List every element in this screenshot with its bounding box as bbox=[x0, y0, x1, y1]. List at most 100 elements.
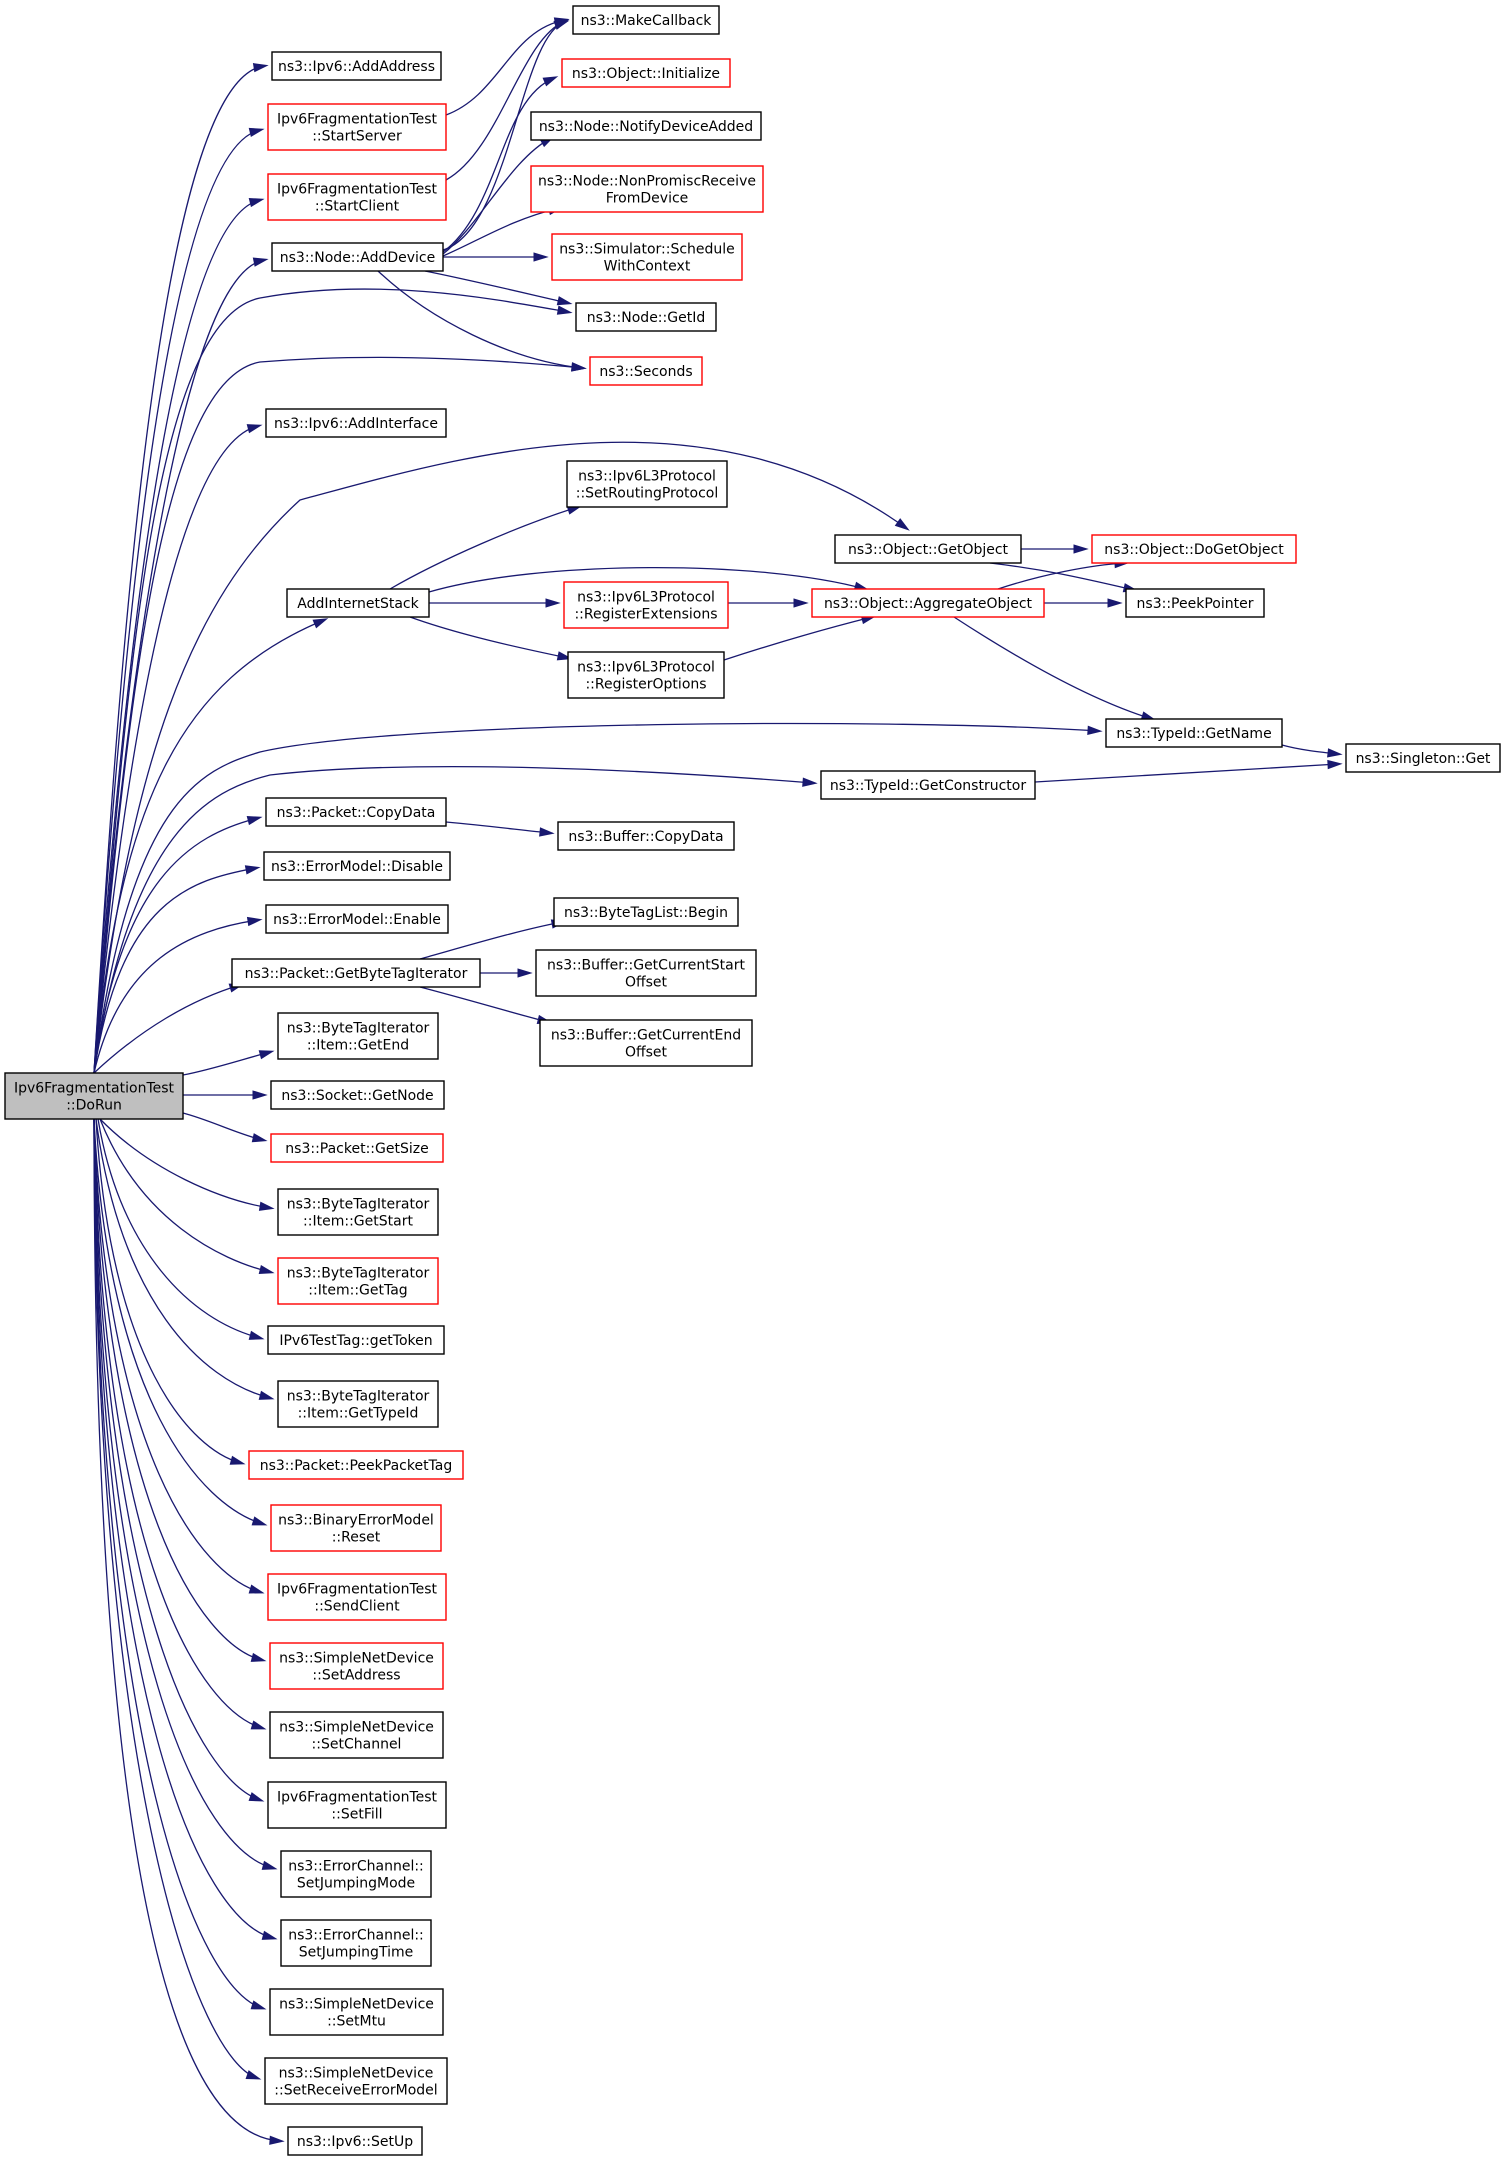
node-box bbox=[280, 1919, 432, 1967]
node-seconds[interactable]: ns3::Seconds bbox=[589, 356, 703, 386]
edge-arrowhead bbox=[556, 296, 573, 306]
node-label: ns3::Node::GetId bbox=[587, 310, 705, 326]
node-setreceiveerrormodel[interactable]: ns3::SimpleNetDevice::SetReceiveErrorMod… bbox=[264, 2057, 448, 2105]
edge-getbytetagiterator-to-getcurrentstart bbox=[480, 968, 533, 978]
node-dogetobject[interactable]: ns3::Object::DoGetObject bbox=[1091, 534, 1297, 564]
node-box bbox=[575, 302, 717, 332]
node-buffercopydata[interactable]: ns3::Buffer::CopyData bbox=[557, 821, 735, 851]
node-label: ::DoRun bbox=[66, 1098, 122, 1114]
node-itemgetend[interactable]: ns3::ByteTagIterator::Item::GetEnd bbox=[277, 1012, 439, 1060]
node-label: ns3::Ipv6L3Protocol bbox=[577, 590, 715, 606]
edge-line bbox=[93, 984, 241, 1074]
edge-getobject-to-dogetobject bbox=[1021, 544, 1089, 554]
node-addaddress[interactable]: ns3::Ipv6::AddAddress bbox=[271, 51, 442, 81]
node-label: ns3::Node::NotifyDeviceAdded bbox=[539, 119, 753, 135]
node-itemgettag[interactable]: ns3::ByteTagIterator::Item::GetTag bbox=[277, 1257, 439, 1305]
node-label: ns3::SimpleNetDevice bbox=[279, 1997, 434, 2013]
node-box bbox=[561, 58, 731, 88]
node-peekpackettag[interactable]: ns3::Packet::PeekPacketTag bbox=[248, 1450, 464, 1480]
node-packetcopydata[interactable]: ns3::Packet::CopyData bbox=[265, 797, 447, 827]
edge-line bbox=[419, 921, 563, 960]
nodes-layer: Ipv6FragmentationTest::DoRun ns3::MakeCal… bbox=[4, 5, 1501, 2156]
node-socketgetnode[interactable]: ns3::Socket::GetNode bbox=[270, 1080, 445, 1110]
node-setchannel[interactable]: ns3::SimpleNetDevice::SetChannel bbox=[269, 1711, 444, 1759]
node-singletonget[interactable]: ns3::Singleton::Get bbox=[1345, 743, 1501, 773]
edge-line bbox=[182, 1112, 264, 1141]
edge-adddevice-to-getid bbox=[424, 270, 573, 306]
node-addinternetstack[interactable]: AddInternetStack bbox=[286, 588, 430, 618]
node-peekpointer[interactable]: ns3::PeekPointer bbox=[1125, 588, 1265, 618]
node-notifydeviceadded[interactable]: ns3::Node::NotifyDeviceAdded bbox=[530, 111, 762, 141]
node-makecallback[interactable]: ns3::MakeCallback bbox=[572, 5, 720, 35]
node-adddevice[interactable]: ns3::Node::AddDevice bbox=[271, 242, 444, 272]
node-box bbox=[280, 1850, 432, 1898]
node-box bbox=[267, 103, 447, 151]
edge-arrowhead bbox=[258, 1264, 275, 1275]
node-errormodeldisable[interactable]: ns3::ErrorModel::Disable bbox=[263, 851, 451, 881]
node-setfill[interactable]: Ipv6FragmentationTest::SetFill bbox=[267, 1781, 447, 1829]
edge-line bbox=[97, 1118, 261, 1339]
edge-root-to-packetgetsize bbox=[182, 1112, 268, 1143]
edge-root-to-setreceiveerrormodel bbox=[93, 1118, 262, 2080]
edge-aggregateobject-to-typeidgetname bbox=[953, 616, 1157, 721]
node-itemgetstart[interactable]: ns3::ByteTagIterator::Item::GetStart bbox=[277, 1188, 439, 1236]
node-setroutingprotocol[interactable]: ns3::Ipv6L3Protocol::SetRoutingProtocol bbox=[566, 460, 728, 508]
edge-root-to-errormodelenable bbox=[93, 916, 263, 1074]
node-setaddress[interactable]: ns3::SimpleNetDevice::SetAddress bbox=[269, 1642, 444, 1690]
node-box bbox=[270, 1133, 444, 1163]
edge-line bbox=[93, 1118, 263, 2009]
edge-arrowhead bbox=[533, 252, 549, 262]
edge-root-to-setjumpingtime bbox=[93, 1118, 278, 1940]
node-label: ns3::Object::DoGetObject bbox=[1104, 542, 1284, 558]
edge-line bbox=[95, 1118, 271, 1399]
node-gettoken[interactable]: IPv6TestTag::getToken bbox=[267, 1325, 445, 1355]
node-typeidgetname[interactable]: ns3::TypeId::GetName bbox=[1105, 718, 1283, 748]
node-sendclient[interactable]: Ipv6FragmentationTest::SendClient bbox=[267, 1573, 447, 1621]
node-label: ::SetMtu bbox=[327, 2014, 386, 2030]
node-initialize[interactable]: ns3::Object::Initialize bbox=[561, 58, 731, 88]
node-bytetaglistbegin[interactable]: ns3::ByteTagList::Begin bbox=[553, 897, 739, 927]
node-addinterface[interactable]: ns3::Ipv6::AddInterface bbox=[265, 408, 447, 438]
node-setup[interactable]: ns3::Ipv6::SetUp bbox=[287, 2126, 423, 2156]
node-getconstructor[interactable]: ns3::TypeId::GetConstructor bbox=[820, 770, 1036, 800]
edge-root-to-peekpackettag bbox=[95, 1118, 246, 1465]
edge-arrowhead bbox=[261, 1860, 278, 1870]
edge-line bbox=[93, 1118, 274, 1939]
node-binaryerrorreset[interactable]: ns3::BinaryErrorModel::Reset bbox=[270, 1504, 442, 1552]
node-setjumpingtime[interactable]: ns3::ErrorChannel::SetJumpingTime bbox=[280, 1919, 432, 1967]
edge-line bbox=[445, 19, 566, 116]
edge-arrowhead bbox=[802, 777, 818, 787]
node-getobject[interactable]: ns3::Object::GetObject bbox=[834, 534, 1022, 564]
edge-typeidgetname-to-singletonget bbox=[1281, 744, 1343, 758]
node-getbytetagiterator[interactable]: ns3::Packet::GetByteTagIterator bbox=[231, 958, 481, 988]
node-startclient[interactable]: Ipv6FragmentationTest::StartClient bbox=[267, 173, 447, 221]
edge-root-to-getobject bbox=[93, 441, 910, 1074]
edge-line bbox=[442, 21, 566, 251]
edge-line bbox=[93, 1118, 263, 1661]
edge-root-to-itemgettag bbox=[99, 1118, 275, 1275]
edge-line bbox=[93, 722, 1099, 1074]
edge-arrowhead bbox=[251, 1516, 268, 1526]
edge-line bbox=[99, 1118, 271, 1209]
edge-line bbox=[428, 566, 866, 593]
node-label: ::Item::GetTypeId bbox=[298, 1406, 419, 1422]
edge-line bbox=[389, 506, 579, 590]
node-label: Ipv6FragmentationTest bbox=[277, 1790, 438, 1806]
node-packetgetsize[interactable]: ns3::Packet::GetSize bbox=[270, 1133, 444, 1163]
node-itemgettypeid[interactable]: ns3::ByteTagIterator::Item::GetTypeId bbox=[277, 1380, 439, 1428]
node-registerextensions[interactable]: ns3::Ipv6L3Protocol::RegisterExtensions bbox=[563, 581, 729, 629]
node-registeroptions[interactable]: ns3::Ipv6L3Protocol::RegisterOptions bbox=[567, 651, 725, 699]
node-startserver[interactable]: Ipv6FragmentationTest::StartServer bbox=[267, 103, 447, 151]
node-box bbox=[1091, 534, 1297, 564]
node-getid[interactable]: ns3::Node::GetId bbox=[575, 302, 717, 332]
node-box bbox=[271, 242, 444, 272]
node-setmtu[interactable]: ns3::SimpleNetDevice::SetMtu bbox=[269, 1988, 444, 2036]
node-setjumpingmode[interactable]: ns3::ErrorChannel::SetJumpingMode bbox=[280, 1850, 432, 1898]
node-errormodelenable[interactable]: ns3::ErrorModel::Enable bbox=[265, 904, 449, 934]
node-aggregateobject[interactable]: ns3::Object::AggregateObject bbox=[811, 588, 1045, 618]
node-label: ns3::ErrorModel::Enable bbox=[273, 912, 441, 928]
